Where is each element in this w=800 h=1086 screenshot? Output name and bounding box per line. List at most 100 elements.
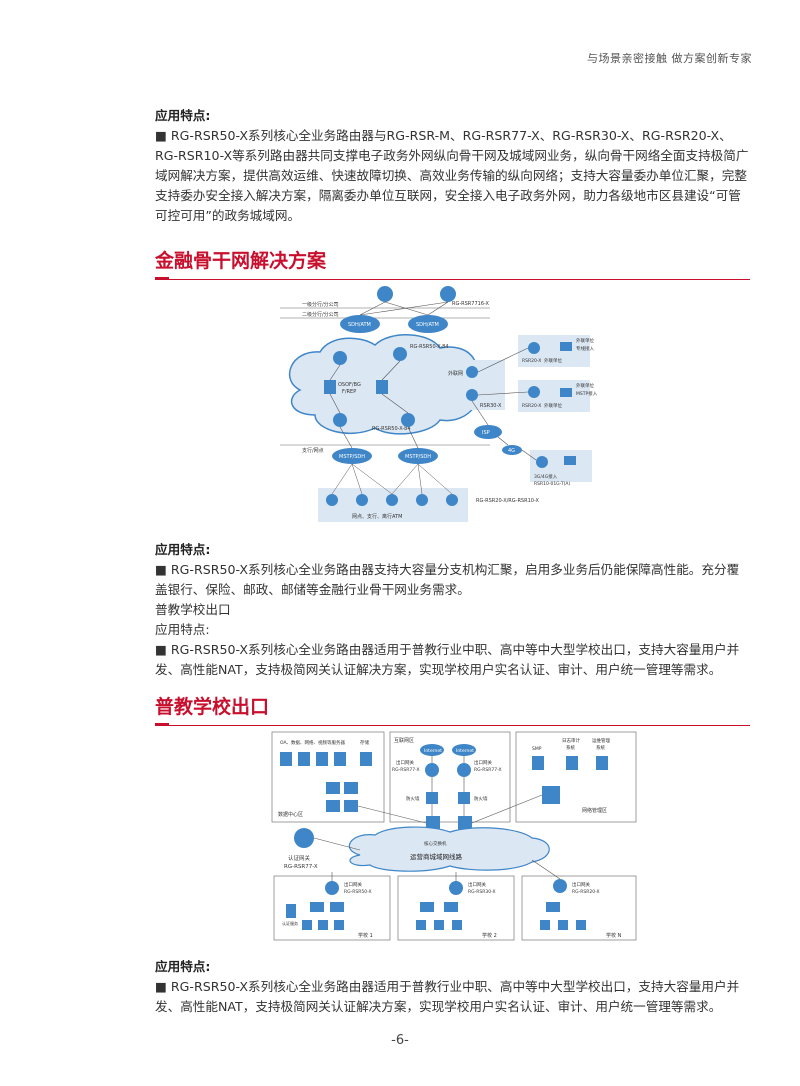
label-sdh-2: SDH/ATM xyxy=(416,322,439,328)
router-icon xyxy=(440,286,456,302)
label-second-branch: 二级分行/分公司 xyxy=(302,311,339,318)
link-line xyxy=(329,364,341,381)
label-fw-1: 防火墙 xyxy=(406,795,420,802)
computer-icon xyxy=(452,920,462,930)
link-line xyxy=(359,301,449,316)
features-text: ■RG-RSR50-X系列核心全业务路由器与RG-RSR-M、RG-RSR77-… xyxy=(155,126,750,226)
label-sn-name: 学校 N xyxy=(606,932,622,939)
router-icon xyxy=(553,879,567,893)
label-rsr20-a: RSR20-X xyxy=(522,358,541,364)
netmgmt-zone xyxy=(515,731,637,823)
computer-icon xyxy=(564,456,576,465)
label-metro: 运营商城域网线路 xyxy=(410,852,463,861)
application-features-block-1: 应用特点: ■RG-RSR50-X系列核心全业务路由器与RG-RSR-M、RG-… xyxy=(155,106,750,226)
mstp-cloud-icon xyxy=(332,448,372,464)
label-top-branch: 一级分行/分公司 xyxy=(302,301,339,308)
server-icon xyxy=(532,756,544,770)
features-text: ■RG-RSR50-X系列核心全业务路由器支持大容量分支机构汇聚，启用多业务后仍… xyxy=(155,560,750,600)
switch-icon xyxy=(444,902,458,912)
link-line xyxy=(381,360,401,381)
school-exit-diagram: OA、数据、网络、视频等服务器 存储 数据中心区 互联网区 Internet I… xyxy=(271,731,637,941)
label-atm: 网点、支行、离行ATM xyxy=(352,513,402,520)
label-rsr20-rsr10: RG-RSR20-X/RG-RSR10-X xyxy=(476,498,539,504)
core-switch-icon xyxy=(426,816,440,830)
internet-cloud-icon xyxy=(420,744,444,756)
label-smp: SMP xyxy=(532,746,542,752)
label-ext-a: 外联单位 xyxy=(576,337,594,344)
features-heading: 应用特点: xyxy=(155,108,211,123)
link-line xyxy=(391,463,419,495)
features-body: RG-RSR50-X系列核心全业务路由器与RG-RSR-M、RG-RSR77-X… xyxy=(155,128,749,223)
label-sdh-1: SDH/ATM xyxy=(348,322,371,328)
label-rsr50-top: RG-RSR50-X-84 xyxy=(410,344,449,350)
4g-cloud-icon xyxy=(502,445,522,455)
router-icon xyxy=(333,413,347,427)
features-text: ■RG-RSR50-X系列核心全业务路由器适用于普教行业中职、高中等中大型学校出… xyxy=(155,640,750,680)
label-s1-model: RG-RSR50-X xyxy=(344,889,372,895)
router-icon xyxy=(377,286,393,302)
isp-cloud-icon xyxy=(474,425,502,439)
label-exit-gw1: 出口网关 xyxy=(396,759,414,766)
application-features-block-2: 应用特点: ■RG-RSR50-X系列核心全业务路由器支持大容量分支机构汇聚，启… xyxy=(155,540,750,680)
link-line xyxy=(313,837,361,851)
features-body: RG-RSR50-X系列核心全业务路由器适用于普教行业中职、高中等中大型学校出口… xyxy=(155,642,740,677)
label-frep: F/REP xyxy=(342,389,356,395)
switch-icon xyxy=(542,786,560,804)
label-ospf: OSOF/BG xyxy=(338,382,361,388)
switch-icon xyxy=(326,782,340,794)
label-mgmt2: 系统 xyxy=(596,744,605,751)
section-title-school: 普教学校出口 xyxy=(155,692,750,726)
router-icon xyxy=(446,494,458,506)
router-icon xyxy=(528,386,540,398)
router-icon xyxy=(356,494,368,506)
switch-icon xyxy=(344,782,358,794)
link-line xyxy=(477,391,529,396)
label-fw-2: 防火墙 xyxy=(474,795,488,802)
sdh-cloud-icon xyxy=(340,315,380,333)
switch-icon xyxy=(420,902,434,912)
router-icon xyxy=(326,494,338,506)
label-exit-gw2: 出口网关 xyxy=(474,759,492,766)
label-rsr7716: RG-RSR7716-X xyxy=(452,301,490,307)
label-netmgmt: 网络管理区 xyxy=(582,807,607,814)
label-sn-model: RG-RSR20-X xyxy=(572,889,600,895)
switch-icon xyxy=(310,902,324,912)
router-icon xyxy=(393,347,407,361)
label-internet-1: Internet xyxy=(424,748,442,754)
label-3g4g: 3G/4G接入 xyxy=(534,473,558,480)
features-heading: 应用特点: xyxy=(155,542,211,557)
core-switch-icon xyxy=(458,816,472,830)
bullet-square-icon: ■ xyxy=(155,128,167,143)
server-icon xyxy=(596,756,608,770)
label-exit-gw1-model: RG-RSR77-X xyxy=(392,767,420,773)
router-icon xyxy=(294,828,314,848)
computer-icon xyxy=(558,920,568,930)
label-storage: 存储 xyxy=(360,739,369,746)
server-icon xyxy=(280,752,292,766)
label-s2-name: 学校 2 xyxy=(482,932,497,939)
label-s1-auth: 认证服务 xyxy=(282,920,298,926)
school-n-zone xyxy=(521,875,637,941)
label-branch: 支行/网点 xyxy=(302,447,324,454)
router-icon xyxy=(325,881,339,895)
link-line xyxy=(497,436,509,446)
router-icon xyxy=(425,763,439,777)
computer-icon xyxy=(560,388,572,397)
label-log2: 系统 xyxy=(566,744,575,751)
label-s2-gw: 出口网关 xyxy=(468,881,486,888)
switch-icon xyxy=(344,800,358,812)
features-body: RG-RSR50-X系列核心全业务路由器支持大容量分支机构汇聚，启用多业务后仍能… xyxy=(155,562,740,597)
label-s1-name: 学校 1 xyxy=(358,932,373,939)
switch-icon xyxy=(324,380,336,394)
datacenter-zone xyxy=(271,731,385,823)
server-icon xyxy=(566,756,578,770)
router-icon xyxy=(457,763,471,777)
router-icon xyxy=(466,389,478,401)
link-line xyxy=(329,393,341,414)
label-rsr10: RSR10-01G-T(A) xyxy=(534,481,570,487)
storage-icon xyxy=(360,752,372,766)
label-s1-gw: 出口网关 xyxy=(344,881,362,888)
link-line xyxy=(477,347,529,373)
page-number: -6- xyxy=(391,1033,409,1048)
label-rsr50-bottom: RG-RSR50-X-84 xyxy=(372,426,411,432)
